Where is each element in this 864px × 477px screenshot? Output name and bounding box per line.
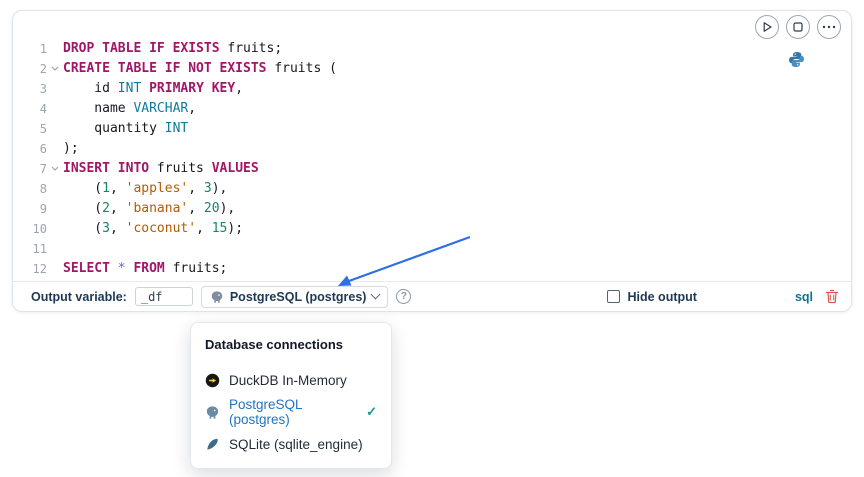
- hide-output-label: Hide output: [627, 289, 697, 304]
- connection-label: PostgreSQL (postgres): [229, 289, 367, 304]
- stop-cell-button[interactable]: [786, 15, 810, 39]
- code-line-text: );: [63, 141, 79, 156]
- line-number: 8: [39, 182, 47, 196]
- code-line: 9 (2, 'banana', 20),: [13, 199, 851, 219]
- menu-item-postgresql-postgres[interactable]: PostgreSQL (postgres) ✓: [191, 396, 391, 428]
- code-line-text: (1, 'apples', 3),: [63, 181, 228, 196]
- fold-spacer: [47, 79, 63, 99]
- menu-item-label: SQLite (sqlite_engine): [229, 436, 363, 452]
- line-number: 1: [39, 42, 47, 56]
- code-line-text: (3, 'coconut', 15);: [63, 221, 244, 236]
- line-number: 7: [39, 162, 47, 176]
- sql-cell: 1 DROP TABLE IF EXISTS fruits; 2 CREATE TAB…: [12, 10, 852, 312]
- line-number: 12: [32, 262, 47, 276]
- line-number: 11: [32, 242, 47, 256]
- code-line: 1 DROP TABLE IF EXISTS fruits;: [13, 39, 851, 59]
- line-number: 3: [39, 82, 47, 96]
- code-line-text: id INT PRIMARY KEY,: [63, 81, 244, 96]
- line-number: 4: [39, 102, 47, 116]
- fold-spacer: [47, 39, 63, 59]
- sqlite-icon: [205, 437, 220, 452]
- code-line: 7 INSERT INTO fruits VALUES: [13, 159, 851, 179]
- code-editor[interactable]: 1 DROP TABLE IF EXISTS fruits; 2 CREATE TAB…: [13, 11, 851, 281]
- output-variable-input[interactable]: [134, 287, 193, 306]
- play-icon: [761, 21, 773, 33]
- duckdb-icon: [205, 373, 220, 388]
- code-line: 3 id INT PRIMARY KEY,: [13, 79, 851, 99]
- fold-spacer: [47, 119, 63, 139]
- menu-item-label: PostgreSQL (postgres): [229, 397, 303, 427]
- fold-spacer: [47, 219, 63, 239]
- code-line: 12 SELECT * FROM fruits;: [13, 259, 851, 279]
- fold-spacer: [47, 99, 63, 119]
- code-line-text: SELECT * FROM fruits;: [63, 261, 228, 276]
- check-icon: ✓: [366, 404, 377, 419]
- chevron-down-icon: [371, 289, 381, 300]
- fold-spacer: [47, 139, 63, 159]
- postgres-icon: [205, 405, 220, 420]
- line-number: 10: [32, 222, 47, 236]
- cell-actions: [755, 15, 841, 39]
- code-line-text: INSERT INTO fruits VALUES: [63, 161, 259, 176]
- code-line: 2 CREATE TABLE IF NOT EXISTS fruits (: [13, 59, 851, 79]
- ellipsis-icon: [822, 25, 836, 29]
- output-variable-label: Output variable:: [31, 289, 127, 304]
- menu-item-sqlite-sqlite-engine[interactable]: SQLite (sqlite_engine): [191, 428, 391, 460]
- fold-spacer: [47, 259, 63, 279]
- stop-icon: [793, 22, 803, 32]
- line-number: 6: [39, 142, 47, 156]
- fold-chevron-icon[interactable]: [47, 59, 63, 79]
- code-line: 11: [13, 239, 851, 259]
- line-number: 2: [39, 62, 47, 76]
- more-actions-button[interactable]: [817, 15, 841, 39]
- python-icon: [788, 51, 805, 68]
- menu-item-duckdb-in-memory[interactable]: DuckDB In-Memory: [191, 364, 391, 396]
- menu-item-label: DuckDB In-Memory: [229, 372, 347, 388]
- code-line: 10 (3, 'coconut', 15);: [13, 219, 851, 239]
- code-line: 5 quantity INT: [13, 119, 851, 139]
- question-circle-icon[interactable]: ?: [396, 289, 412, 304]
- fold-chevron-icon[interactable]: [47, 159, 63, 179]
- line-number: 9: [39, 202, 47, 216]
- code-line-text: (2, 'banana', 20),: [63, 201, 236, 216]
- postgres-icon: [210, 290, 224, 304]
- trash-icon[interactable]: [825, 289, 839, 304]
- menu-header: Database connections: [205, 337, 343, 352]
- code-line-text: quantity INT: [63, 121, 189, 136]
- language-badge: sql: [794, 289, 813, 304]
- cell-toolbar: Output variable: PostgreSQL (postgres) ?…: [13, 281, 851, 311]
- line-number: 5: [39, 122, 47, 136]
- code-line: 4 name VARCHAR,: [13, 99, 851, 119]
- code-line-text: name VARCHAR,: [63, 101, 197, 116]
- code-line-text: CREATE TABLE IF NOT EXISTS fruits (: [63, 61, 337, 76]
- code-line: 8 (1, 'apples', 3),: [13, 179, 851, 199]
- fold-spacer: [47, 199, 63, 219]
- run-cell-button[interactable]: [755, 15, 779, 39]
- database-connection-dropdown[interactable]: PostgreSQL (postgres): [200, 285, 389, 308]
- fold-spacer: [47, 179, 63, 199]
- code-line: 6);: [13, 139, 851, 159]
- fold-spacer: [47, 239, 63, 259]
- hide-output-checkbox[interactable]: [606, 290, 620, 303]
- code-line-text: DROP TABLE IF EXISTS fruits;: [63, 41, 283, 56]
